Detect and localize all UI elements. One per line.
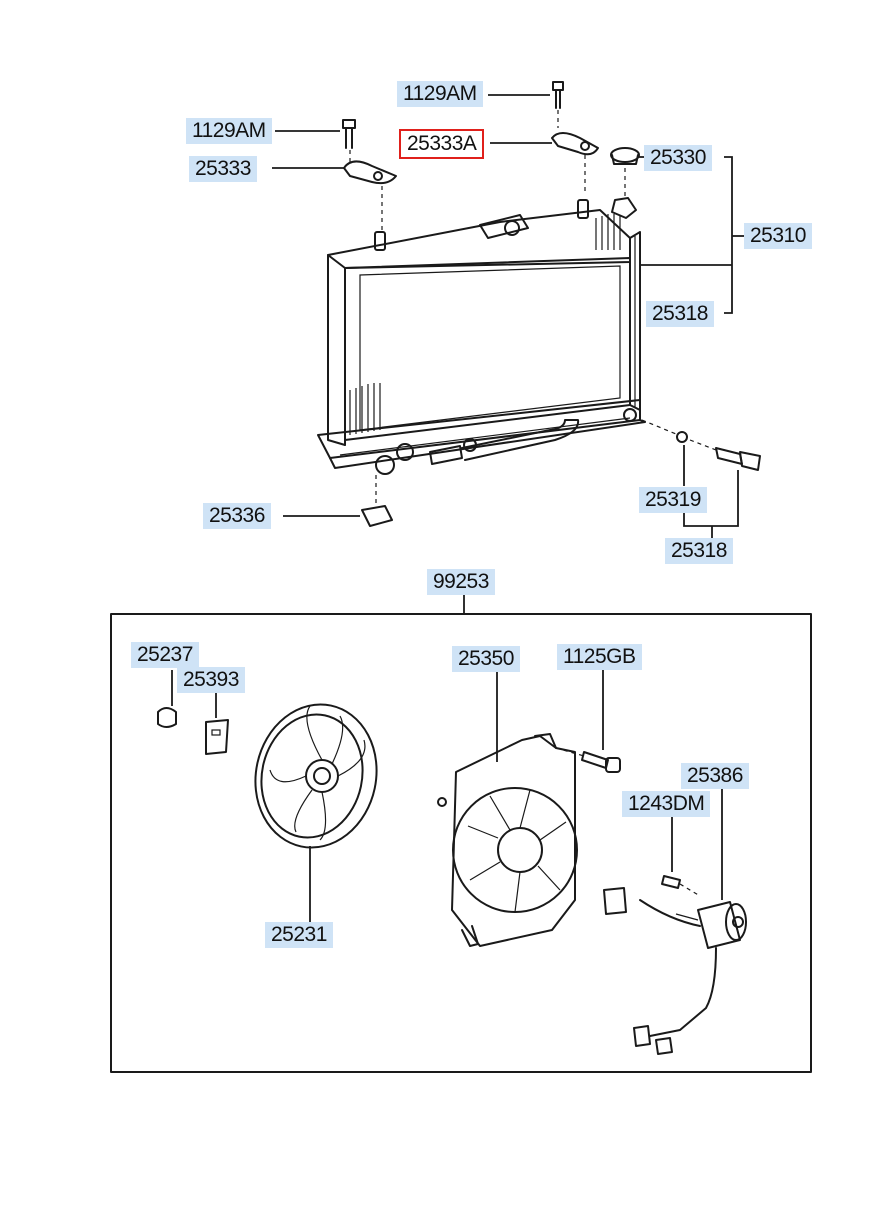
fan-blade [254, 703, 378, 922]
drain-cock-parts [641, 419, 761, 471]
label-25333: 25333 [189, 156, 257, 182]
label-25310: 25310 [744, 223, 812, 249]
label-25386: 25386 [681, 763, 749, 789]
label-25350: 25350 [452, 646, 520, 672]
label-25318-upper: 25318 [646, 301, 714, 327]
label-25231: 25231 [265, 922, 333, 948]
label-1129am-top: 1129AM [397, 81, 483, 107]
fan-module-frame [110, 613, 812, 1073]
label-1243dm: 1243DM [622, 791, 711, 817]
drain-plug-part [361, 475, 393, 527]
label-25336: 25336 [203, 503, 271, 529]
label-25319: 25319 [639, 487, 707, 513]
fan-shroud [437, 672, 578, 947]
label-1129am-left: 1129AM [186, 118, 272, 144]
radiator [317, 197, 646, 475]
fan-motor [603, 788, 747, 1055]
label-25333a: 25333A [398, 129, 485, 159]
nut-and-clip [157, 670, 229, 755]
label-25318-lower: 25318 [665, 538, 733, 564]
core-fins [349, 214, 621, 435]
leader-lines-upper [272, 94, 746, 540]
label-25237: 25237 [131, 642, 199, 668]
label-25393: 25393 [177, 667, 245, 693]
label-99253: 99253 [427, 569, 495, 595]
shroud-bolt [555, 670, 621, 773]
label-1125gb: 1125GB [557, 644, 642, 670]
label-25330: 25330 [644, 145, 712, 171]
top-fasteners [342, 81, 640, 230]
